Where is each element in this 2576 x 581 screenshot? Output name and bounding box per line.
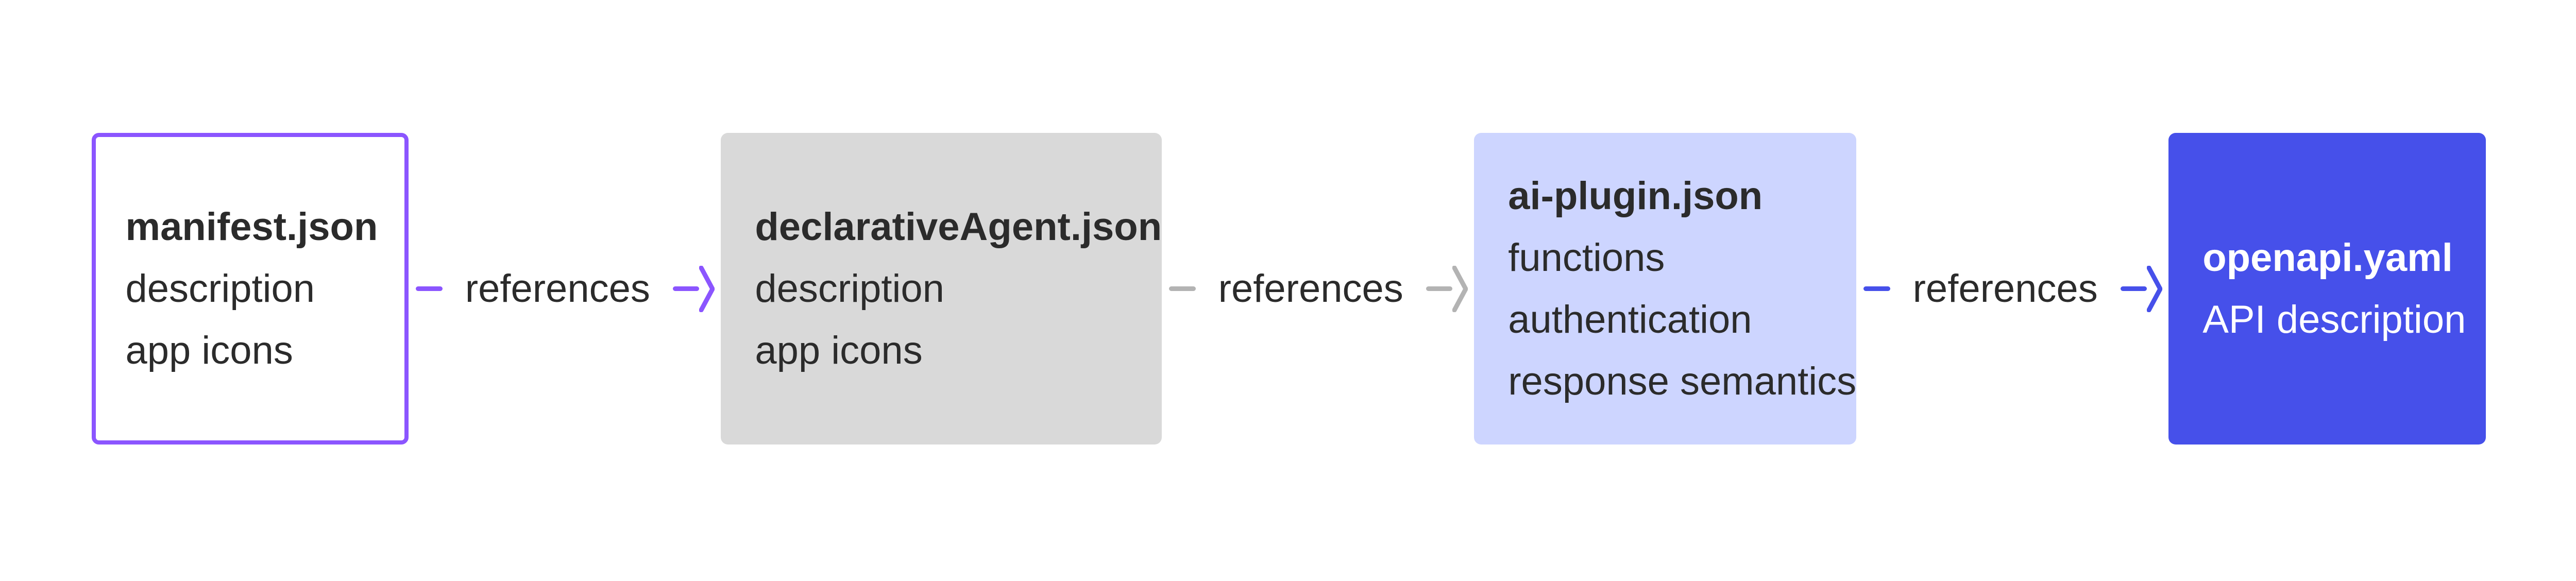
node-line: description [755, 266, 944, 311]
edge-line [1426, 286, 1453, 291]
edge-label: references [1912, 267, 2098, 311]
node-title: ai-plugin.json [1508, 174, 1763, 218]
arrowhead-icon [2147, 265, 2163, 312]
edge-line [1863, 286, 1890, 291]
node-line: description [125, 266, 315, 311]
edge-label: references [1218, 267, 1403, 311]
node-line: app icons [755, 328, 923, 372]
edge-line [2120, 286, 2147, 291]
edge-label: references [465, 267, 650, 311]
arrowhead-icon [1452, 265, 1468, 312]
node-manifest-json: manifest.json description app icons [91, 133, 409, 445]
node-line: response semantics [1508, 359, 1857, 403]
node-declarative-agent-json: declarativeAgent.json description app ic… [721, 133, 1162, 445]
node-title: manifest.json [125, 204, 378, 249]
node-title: declarativeAgent.json [755, 204, 1162, 249]
node-openapi-yaml: openapi.yaml API description [2168, 133, 2486, 445]
node-ai-plugin-json: ai-plugin.json functions authentication … [1474, 133, 1857, 445]
arrowhead-icon [699, 265, 715, 312]
edge-references-1: references [409, 133, 721, 445]
edge-references-2: references [1162, 133, 1474, 445]
node-line: authentication [1508, 297, 1752, 341]
node-line: functions [1508, 235, 1665, 280]
node-title: openapi.yaml [2202, 235, 2453, 280]
node-line: app icons [125, 328, 293, 372]
edge-line [672, 286, 700, 291]
edge-references-3: references [1856, 133, 2168, 445]
node-line: API description [2202, 297, 2466, 341]
edge-line [1169, 286, 1196, 291]
edge-line [416, 286, 443, 291]
